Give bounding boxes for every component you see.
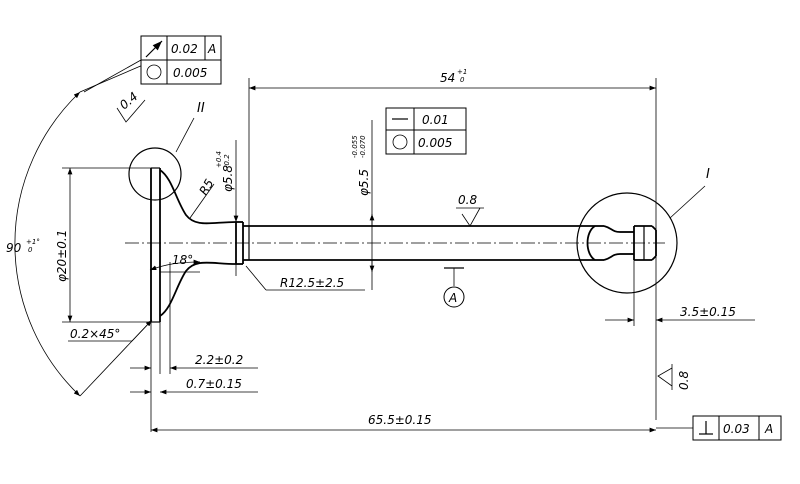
dim-angle-18: 18° — [149, 253, 201, 273]
valve-head — [150, 167, 237, 323]
dim-groove: 3.5±0.15 — [605, 260, 755, 326]
dim-neck-dia: φ5.8 +0.4 -0.2 — [215, 140, 239, 276]
svg-text:54: 54 — [440, 71, 455, 85]
svg-text:0.005: 0.005 — [173, 66, 207, 80]
svg-text:R5: R5 — [196, 177, 216, 198]
svg-text:φ20±0.1: φ20±0.1 — [55, 230, 69, 282]
svg-text:+0.4: +0.4 — [215, 151, 223, 168]
svg-text:0.03: 0.03 — [723, 422, 750, 436]
svg-text:0.8: 0.8 — [677, 371, 691, 390]
svg-text:A: A — [207, 42, 216, 56]
dim-stem-dia: φ5.5 -0.055 -0.070 — [351, 120, 375, 290]
tolerance-frame-perpendicularity: 0.03 A — [656, 415, 782, 441]
svg-text:0: 0 — [28, 246, 33, 254]
svg-text:0.005: 0.005 — [418, 136, 452, 150]
svg-text:2.2±0.2: 2.2±0.2 — [195, 353, 243, 367]
svg-text:0.2×45°: 0.2×45° — [70, 327, 120, 341]
tolerance-frame-runout: 0.02 A 0.005 — [83, 35, 222, 93]
svg-text:φ5.8: φ5.8 — [221, 165, 235, 192]
dim-54: 54 +1 0 — [248, 68, 657, 420]
surface-finish-seat: 0.4 — [116, 89, 146, 123]
dim-r5: R5 — [189, 177, 217, 219]
view-1-label: I — [706, 167, 710, 182]
tolerance-frame-straightness: 0.01 0.005 — [385, 107, 467, 155]
dim-angle-90: 90 +1° 0 — [6, 61, 151, 397]
svg-text:90: 90 — [6, 241, 22, 255]
svg-text:A: A — [764, 422, 773, 436]
svg-text:R12.5±2.5: R12.5±2.5 — [280, 276, 344, 290]
dim-overall: 65.5±0.15 — [151, 413, 656, 433]
svg-text:0: 0 — [460, 76, 465, 84]
svg-text:0.01: 0.01 — [422, 113, 449, 127]
view-2-label: II — [197, 101, 205, 116]
surface-finish-end: 0.8 — [657, 364, 691, 390]
svg-text:0.7±0.15: 0.7±0.15 — [186, 377, 242, 391]
dim-r125: R12.5±2.5 — [245, 265, 365, 291]
svg-text:A: A — [448, 291, 457, 305]
svg-text:0.02: 0.02 — [171, 42, 198, 56]
dim-chamfer: 0.2×45° — [68, 319, 153, 342]
svg-text:-0.2: -0.2 — [223, 154, 231, 168]
svg-text:φ5.5: φ5.5 — [357, 169, 371, 196]
svg-text:-0.070: -0.070 — [359, 135, 367, 158]
svg-text:+1: +1 — [457, 68, 467, 76]
svg-text:65.5±0.15: 65.5±0.15 — [368, 413, 432, 427]
datum-a: A — [443, 267, 465, 308]
surface-finish-stem: 0.8 — [456, 193, 484, 227]
svg-text:+1°: +1° — [26, 238, 40, 246]
svg-text:-0.055: -0.055 — [351, 135, 359, 158]
detail-circle-2 — [128, 147, 182, 201]
dim-head-thickness: 2.2±0.2 0.7±0.15 — [130, 262, 258, 432]
detail-circle-1 — [576, 192, 678, 294]
dim-head-dia: φ20±0.1 — [55, 167, 151, 323]
svg-text:3.5±0.15: 3.5±0.15 — [680, 305, 736, 319]
valve-stem — [235, 221, 595, 265]
svg-text:18°: 18° — [172, 253, 193, 267]
svg-text:0.8: 0.8 — [458, 193, 477, 207]
